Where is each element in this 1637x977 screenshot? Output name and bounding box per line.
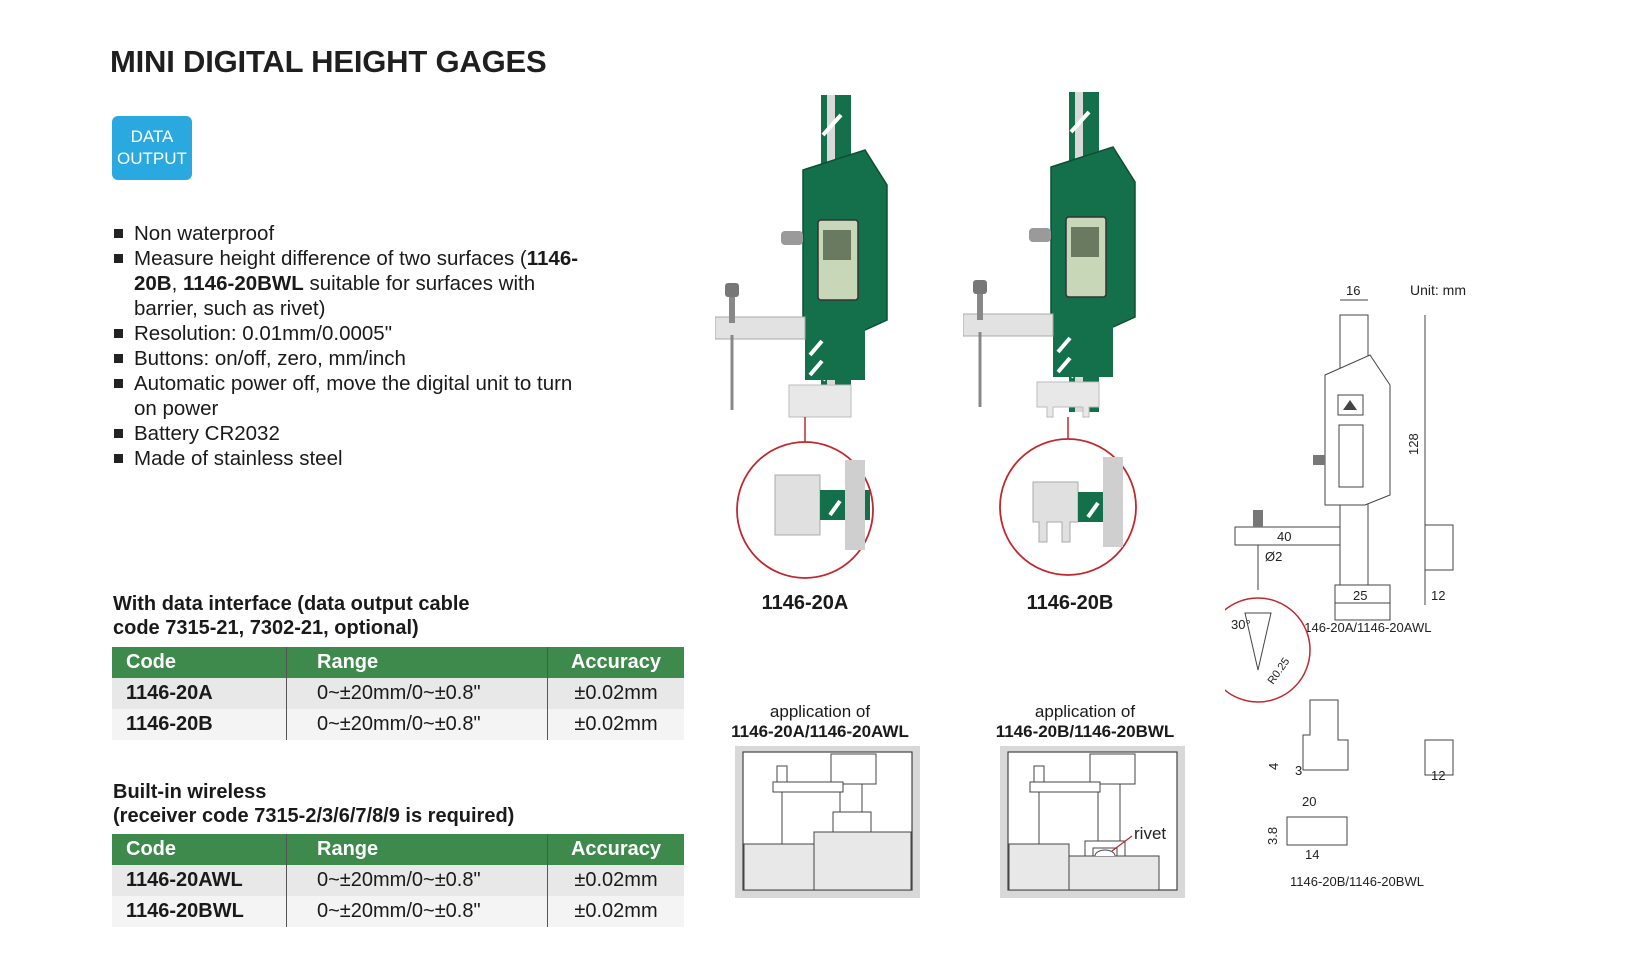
table2-heading: Built-in wireless (receiver code 7315-2/… — [113, 780, 514, 828]
dim-diameter-2: Ø2 — [1265, 549, 1282, 564]
application-a-diagram — [735, 746, 920, 898]
dim-3-8: 3.8 — [1265, 827, 1280, 845]
feature-bold-code: 1146-20B — [134, 247, 579, 295]
feature-text: Non waterproof — [134, 222, 275, 245]
cell-accuracy: ±0.02mm — [547, 896, 684, 927]
feature-item: Non waterproof — [112, 221, 582, 246]
label-1146-20b: 1146-20B/1146-20BWL — [1290, 874, 1424, 889]
table2-heading-line: Built-in wireless — [113, 781, 267, 803]
cell-range: 0~±20mm/0~±0.8" — [286, 896, 548, 927]
feature-text: Made of stainless steel — [134, 447, 343, 470]
cell-accuracy: ±0.02mm — [547, 865, 684, 896]
table-row: 1146-20AWL 0~±20mm/0~±0.8" ±0.02mm — [112, 865, 684, 896]
column-header-range: Range — [286, 834, 548, 865]
feature-item: Battery CR2032 — [112, 421, 582, 446]
feature-list: Non waterproof Measure height difference… — [112, 221, 582, 471]
product-image-1146-20a — [715, 95, 888, 579]
badge-line-2: OUTPUT — [117, 149, 187, 168]
feature-text: Measure height difference of two surface… — [134, 247, 527, 270]
dim-25-vertical: 25 — [1225, 551, 1228, 565]
spec-table-data-interface: Code Range Accuracy 1146-20A 0~±20mm/0~±… — [112, 647, 684, 740]
cell-code: 1146-20B — [112, 709, 287, 740]
cell-accuracy: ±0.02mm — [547, 678, 684, 709]
table1-heading-line: With data interface (data output cable — [113, 593, 470, 615]
application-b-line2: 1146-20B/1146-20BWL — [995, 722, 1175, 741]
feature-bold-code: 1146-20BWL — [183, 272, 304, 295]
feature-item: Buttons: on/off, zero, mm/inch — [112, 346, 582, 371]
dim-12-a: 12 — [1431, 588, 1445, 603]
table2-heading-line: (receiver code 7315-2/3/6/7/8/9 is requi… — [113, 805, 515, 827]
rivet-label: rivet — [1134, 824, 1166, 843]
cell-range: 0~±20mm/0~±0.8" — [286, 709, 548, 740]
cell-accuracy: ±0.02mm — [547, 709, 684, 740]
page-title: MINI DIGITAL HEIGHT GAGES — [110, 44, 547, 79]
table-row: 1146-20BWL 0~±20mm/0~±0.8" ±0.02mm — [112, 896, 684, 927]
application-b-line1: application of — [1034, 702, 1136, 721]
dim-4: 4 — [1266, 763, 1281, 770]
label-1146-20a: 1146-20A/1146-20AWL — [1298, 620, 1431, 635]
cell-range: 0~±20mm/0~±0.8" — [286, 678, 548, 709]
column-header-accuracy: Accuracy — [547, 647, 684, 678]
column-header-range: Range — [286, 647, 548, 678]
dim-20: 20 — [1302, 794, 1316, 809]
dim-30-degree: 30° — [1231, 617, 1251, 632]
spec-table-wireless: Code Range Accuracy 1146-20AWL 0~±20mm/0… — [112, 834, 684, 927]
feature-text: Resolution: 0.01mm/0.0005" — [134, 322, 392, 345]
technical-drawing: Unit: mm 16 128 40 25 Ø2 25 12 1146-20A/… — [1225, 282, 1466, 889]
dim-3: 3 — [1295, 763, 1302, 778]
product-image-1146-20b — [963, 92, 1137, 576]
table1-heading: With data interface (data output cable c… — [113, 592, 470, 640]
cell-code: 1146-20BWL — [112, 896, 287, 927]
dim-40: 40 — [1277, 529, 1291, 544]
feature-item: Measure height difference of two surface… — [112, 246, 582, 321]
dim-16: 16 — [1346, 283, 1360, 298]
application-b-diagram: rivet — [1000, 746, 1185, 898]
application-b-caption: application of 1146-20B/1146-20BWL — [970, 702, 1200, 742]
caption-1146-20b: 1146-20B — [1026, 592, 1114, 614]
data-output-badge: DATA OUTPUT — [112, 116, 192, 180]
dim-128: 128 — [1406, 433, 1421, 455]
feature-text: Buttons: on/off, zero, mm/inch — [134, 347, 406, 370]
application-a-line1: application of — [769, 702, 871, 721]
feature-text: , — [171, 272, 184, 295]
column-header-code: Code — [112, 647, 287, 678]
application-a-line2: 1146-20A/1146-20AWL — [731, 722, 909, 741]
feature-text: Battery CR2032 — [134, 422, 280, 445]
feature-item: Automatic power off, move the digital un… — [112, 371, 582, 421]
caption-1146-20a: 1146-20A — [761, 592, 849, 614]
cell-code: 1146-20A — [112, 678, 287, 709]
table-row: 1146-20B 0~±20mm/0~±0.8" ±0.02mm — [112, 709, 684, 740]
table1-heading-line: code 7315-21, 7302-21, optional) — [113, 617, 419, 639]
dim-12-b: 12 — [1431, 768, 1445, 783]
feature-item: Resolution: 0.01mm/0.0005" — [112, 321, 582, 346]
badge-line-1: DATA — [130, 127, 174, 146]
feature-text: suitable for surfaces with barrier, such… — [134, 272, 536, 320]
feature-text: Automatic power off, move the digital un… — [134, 372, 573, 420]
dim-14: 14 — [1305, 847, 1319, 862]
table-header-row: Code Range Accuracy — [112, 647, 684, 678]
dim-25-horizontal: 25 — [1353, 588, 1367, 603]
unit-label: Unit: mm — [1410, 282, 1466, 298]
table-row: 1146-20A 0~±20mm/0~±0.8" ±0.02mm — [112, 678, 684, 709]
cell-code: 1146-20AWL — [112, 865, 287, 896]
feature-item: Made of stainless steel — [112, 446, 582, 471]
column-header-accuracy: Accuracy — [547, 834, 684, 865]
table-header-row: Code Range Accuracy — [112, 834, 684, 865]
cell-range: 0~±20mm/0~±0.8" — [286, 865, 548, 896]
application-a-caption: application of 1146-20A/1146-20AWL — [705, 702, 935, 742]
column-header-code: Code — [112, 834, 287, 865]
